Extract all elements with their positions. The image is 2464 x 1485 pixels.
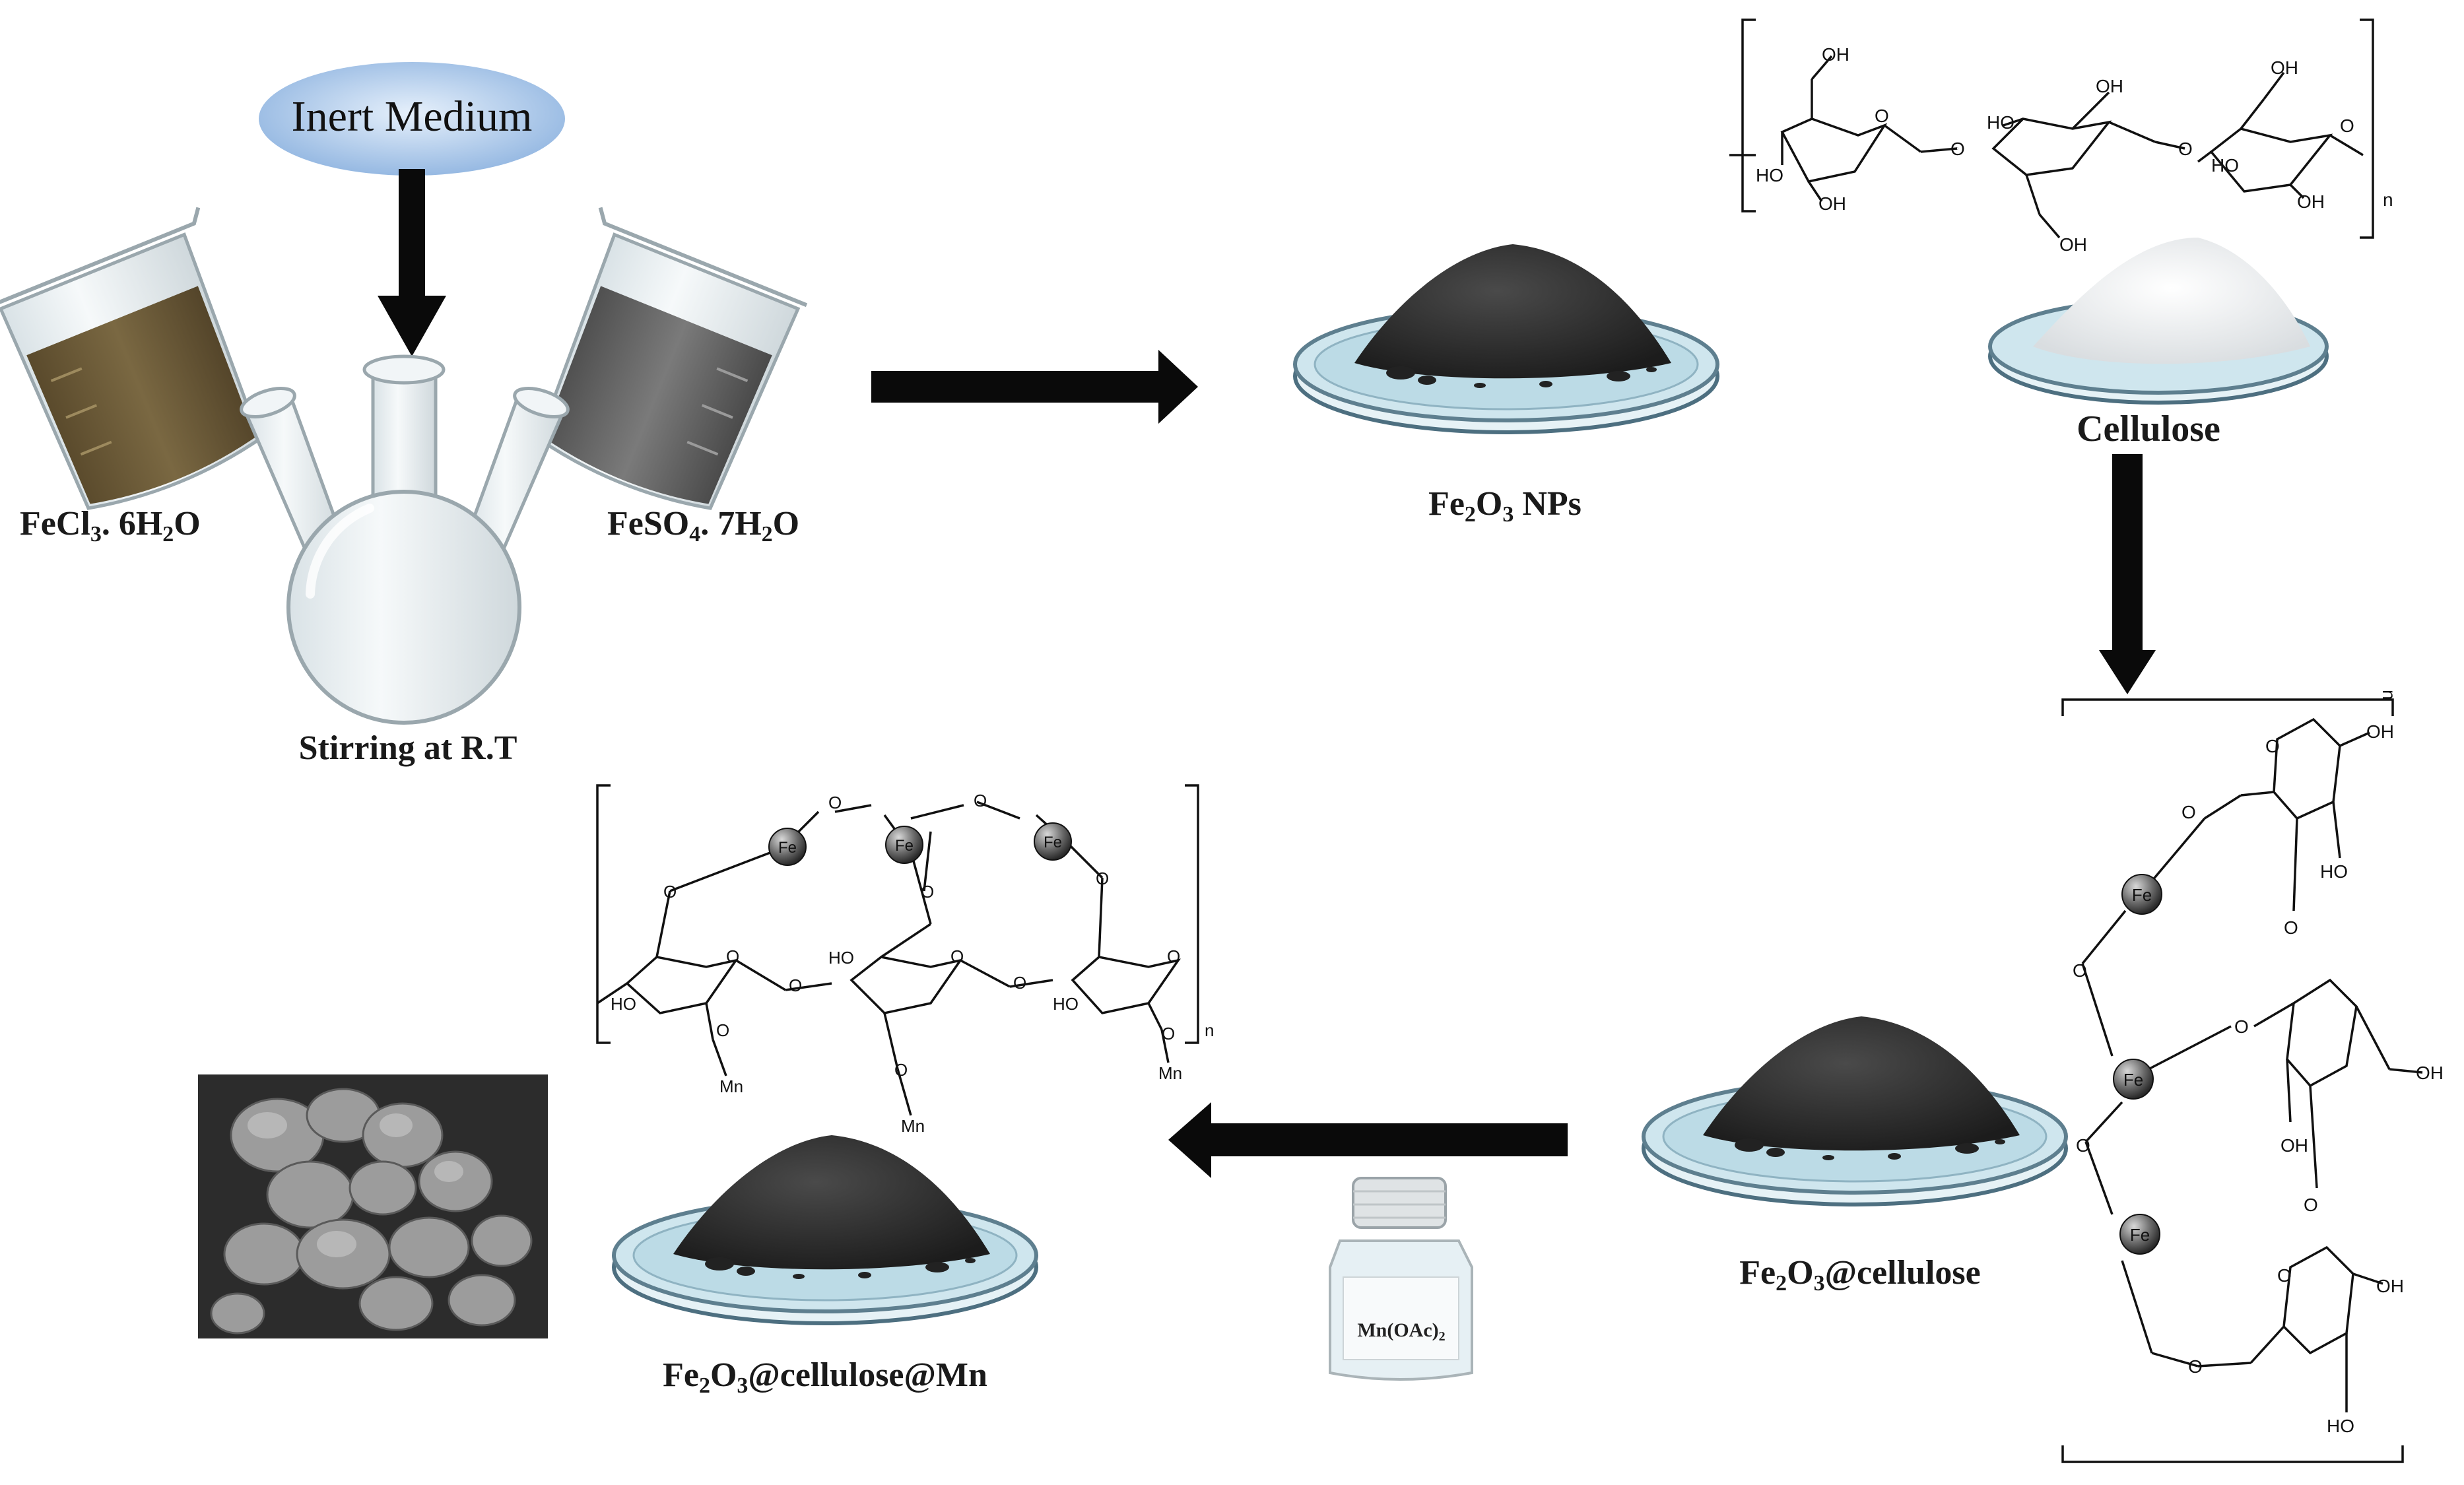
svg-text:O: O [1013, 973, 1026, 993]
svg-text:O: O [1167, 946, 1180, 966]
inert-medium-label: Inert Medium [292, 92, 533, 141]
svg-text:OH: OH [2416, 1063, 2444, 1083]
svg-text:O: O [950, 946, 964, 966]
svg-text:O: O [921, 882, 934, 902]
cellulose-label: Cellulose [2077, 409, 2220, 449]
svg-text:Mn: Mn [1158, 1063, 1182, 1083]
svg-text:n: n [1205, 1020, 1214, 1040]
cellulose-dish [1988, 238, 2329, 405]
svg-text:HO: HO [2320, 861, 2348, 882]
svg-text:O: O [2073, 960, 2087, 981]
svg-text:O: O [2265, 736, 2280, 756]
fe2o3-nps-dish [1295, 244, 1717, 432]
svg-text:Fe: Fe [778, 839, 797, 857]
svg-text:HO: HO [611, 994, 636, 1014]
inert-arrow [378, 169, 446, 356]
svg-text:OH: OH [1822, 44, 1849, 65]
svg-text:O: O [2076, 1135, 2090, 1156]
arrow-to-mn [1168, 1102, 1568, 1178]
three-neck-flask [240, 354, 570, 725]
stirring-label: Stirring at R.T [299, 729, 517, 767]
svg-text:Fe: Fe [895, 837, 914, 855]
svg-text:Mn: Mn [901, 1116, 925, 1136]
cellulose-atoms: OH HO OH O HO OH OH O OH HO OH O O n [1756, 44, 2393, 255]
mn-structure-atoms: O O O O O O O O O O HO HO HO O O O Mn Mn… [611, 791, 1214, 1136]
svg-text:O: O [894, 1060, 908, 1080]
mn-oac2-bottle: Mn(OAc)2 [1329, 1177, 1473, 1381]
fe-cellulose-atoms: O OH HO O O O O OH OH O O O OH HO O n [2073, 690, 2444, 1436]
svg-text:O: O [1950, 139, 1965, 159]
svg-text:HO: HO [2327, 1416, 2354, 1436]
svg-text:Fe: Fe [2130, 1225, 2150, 1245]
svg-text:Fe: Fe [2123, 1070, 2143, 1090]
fe-spheres-mn: Fe Fe Fe [768, 822, 1072, 866]
fe2o3-cellulose-mn-label: Fe2O3@cellulose@Mn [663, 1356, 987, 1398]
svg-text:Mn: Mn [719, 1076, 743, 1096]
svg-text:OH: OH [2059, 234, 2087, 255]
svg-text:HO: HO [1053, 994, 1079, 1014]
svg-text:Fe: Fe [2132, 885, 2152, 905]
feso4-label: FeSO4. 7H2O [607, 505, 799, 546]
svg-text:OH: OH [2096, 76, 2123, 96]
svg-text:O: O [974, 791, 987, 810]
svg-text:O: O [2234, 1016, 2249, 1037]
svg-text:O: O [2178, 139, 2193, 159]
svg-text:O: O [789, 975, 802, 995]
beaker-feso4 [537, 207, 808, 510]
cellulose-structure [1729, 18, 2374, 239]
fe2o3-nps-label: Fe2O3 NPs [1428, 485, 1582, 527]
svg-text:O: O [716, 1020, 729, 1040]
svg-text:HO: HO [1987, 112, 2014, 133]
sem-image [198, 1074, 548, 1338]
svg-text:OH: OH [2376, 1276, 2404, 1296]
bottle-label: Mn(OAc)2 [1357, 1319, 1445, 1344]
svg-text:HO: HO [828, 948, 854, 968]
svg-text:HO: HO [1756, 165, 1783, 185]
mn-structure [596, 784, 1199, 1116]
svg-text:Fe: Fe [1044, 834, 1062, 851]
svg-text:O: O [828, 793, 842, 812]
svg-text:OH: OH [2281, 1135, 2308, 1156]
inert-medium-oval: Inert Medium [259, 62, 565, 176]
svg-text:O: O [726, 946, 739, 966]
svg-text:O: O [1162, 1024, 1175, 1043]
svg-text:OH: OH [1818, 193, 1846, 214]
svg-text:O: O [1096, 869, 1109, 888]
svg-text:O: O [2340, 116, 2354, 136]
fe2o3-cellulose-mn-dish [614, 1135, 1036, 1323]
fecl3-label: FeCl3. 6H2O [20, 505, 201, 546]
svg-text:OH: OH [2271, 57, 2298, 78]
svg-text:HO: HO [2211, 155, 2239, 176]
svg-text:O: O [2277, 1265, 2292, 1286]
fe2o3-cellulose-dish [1644, 1016, 2066, 1204]
fe2o3-cellulose-label: Fe2O3@cellulose [1739, 1254, 1980, 1296]
svg-text:O: O [663, 882, 677, 902]
svg-text:O: O [2188, 1356, 2203, 1377]
arrow-to-nps [871, 350, 1198, 424]
fe-spheres-right: Fe Fe Fe [2113, 874, 2162, 1255]
beaker-fecl3 [0, 207, 262, 510]
svg-text:OH: OH [2366, 721, 2394, 742]
svg-text:O: O [2304, 1195, 2318, 1215]
fe-cellulose-structure [2061, 698, 2423, 1463]
svg-text:O: O [2181, 802, 2196, 822]
svg-text:O: O [1875, 106, 1889, 126]
arrow-down-cellulose [2099, 454, 2156, 694]
svg-text:n: n [2379, 690, 2399, 700]
svg-text:n: n [2383, 189, 2393, 210]
svg-text:OH: OH [2297, 191, 2325, 212]
svg-text:O: O [2284, 917, 2298, 938]
